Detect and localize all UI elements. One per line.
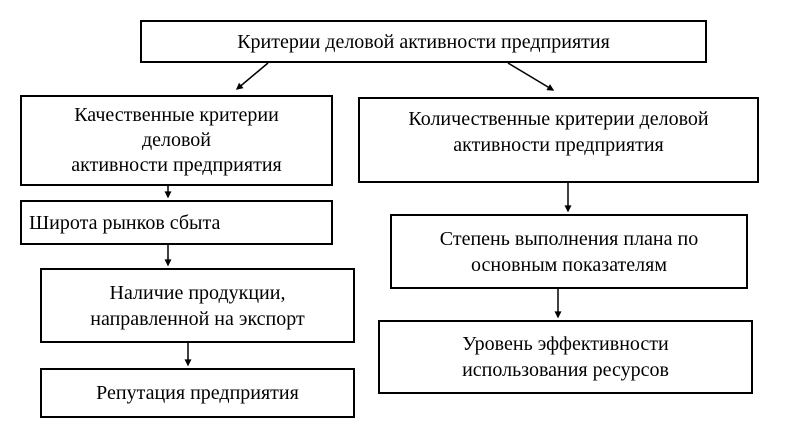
- arrow-root-to-qualitative: [235, 62, 269, 90]
- node-root-criteria: Критерии деловой активности предприятия: [140, 20, 707, 63]
- node-quantitative-criteria: Количественные критерии деловой активнос…: [358, 97, 759, 183]
- node-plan-fulfillment-degree: Степень выполнения плана по основным пок…: [390, 214, 748, 289]
- node-sales-markets-breadth: Широта рынков сбыта: [20, 200, 333, 245]
- node-qualitative-criteria: Качественные критерии деловой активности…: [20, 95, 333, 186]
- arrow-root-to-quantitative: [507, 62, 555, 91]
- node-resource-efficiency-level: Уровень эффективности использования ресу…: [378, 320, 753, 394]
- node-enterprise-reputation: Репутация предприятия: [40, 368, 355, 418]
- node-export-products: Наличие продукции, направленной на экспо…: [40, 268, 355, 343]
